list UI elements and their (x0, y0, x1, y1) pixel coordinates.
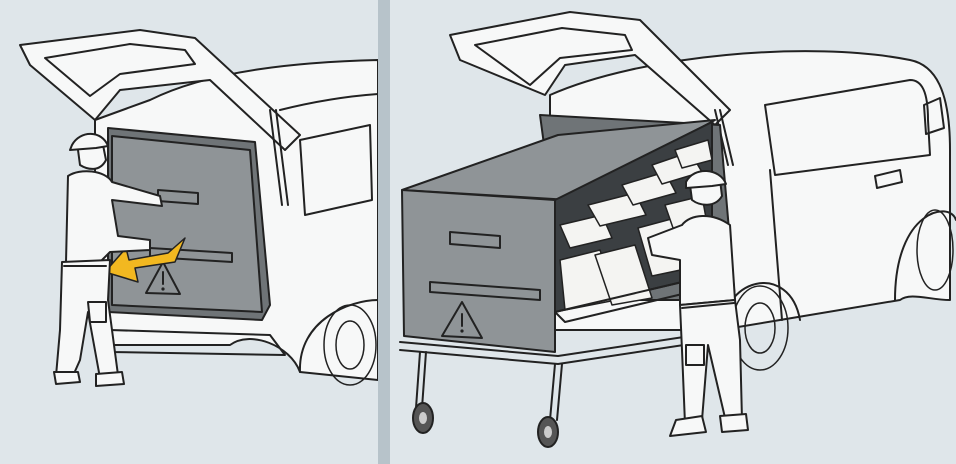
trolley-front-panel (401, 189, 556, 353)
trolley-wheel-left (412, 402, 434, 434)
trolley-base-rail (399, 329, 731, 357)
tailgate-open (449, 11, 731, 126)
tailgate-open (19, 29, 301, 151)
van-trolley-scene (399, 11, 956, 448)
trolley-wheel-middle (537, 416, 559, 448)
tailgate-window (474, 27, 633, 86)
tailgate-window (44, 43, 196, 97)
left-illustration-panel (0, 0, 378, 464)
lower-handle (429, 281, 541, 301)
door-handle (874, 169, 903, 189)
van-beltline (279, 93, 378, 111)
cabinet-front-panel (111, 135, 263, 313)
worker-figure (53, 132, 163, 387)
warning-triangle-icon (145, 261, 181, 295)
right-illustration-panel (390, 0, 956, 464)
van-rear-door-scene (19, 29, 378, 387)
side-mirror (923, 97, 945, 135)
worker-figure (647, 170, 749, 437)
van-side-window (764, 79, 931, 176)
van-side-window (299, 124, 373, 216)
van-door-line (769, 169, 783, 321)
warning-triangle-icon (441, 301, 483, 339)
wheel-arch (298, 299, 378, 373)
trolley-leg-left (415, 351, 421, 409)
upper-handle (449, 231, 501, 249)
lower-handle (149, 247, 233, 263)
rear-wheel (323, 304, 377, 386)
panel-divider (378, 0, 390, 464)
trolley-leg-middle (549, 363, 556, 421)
